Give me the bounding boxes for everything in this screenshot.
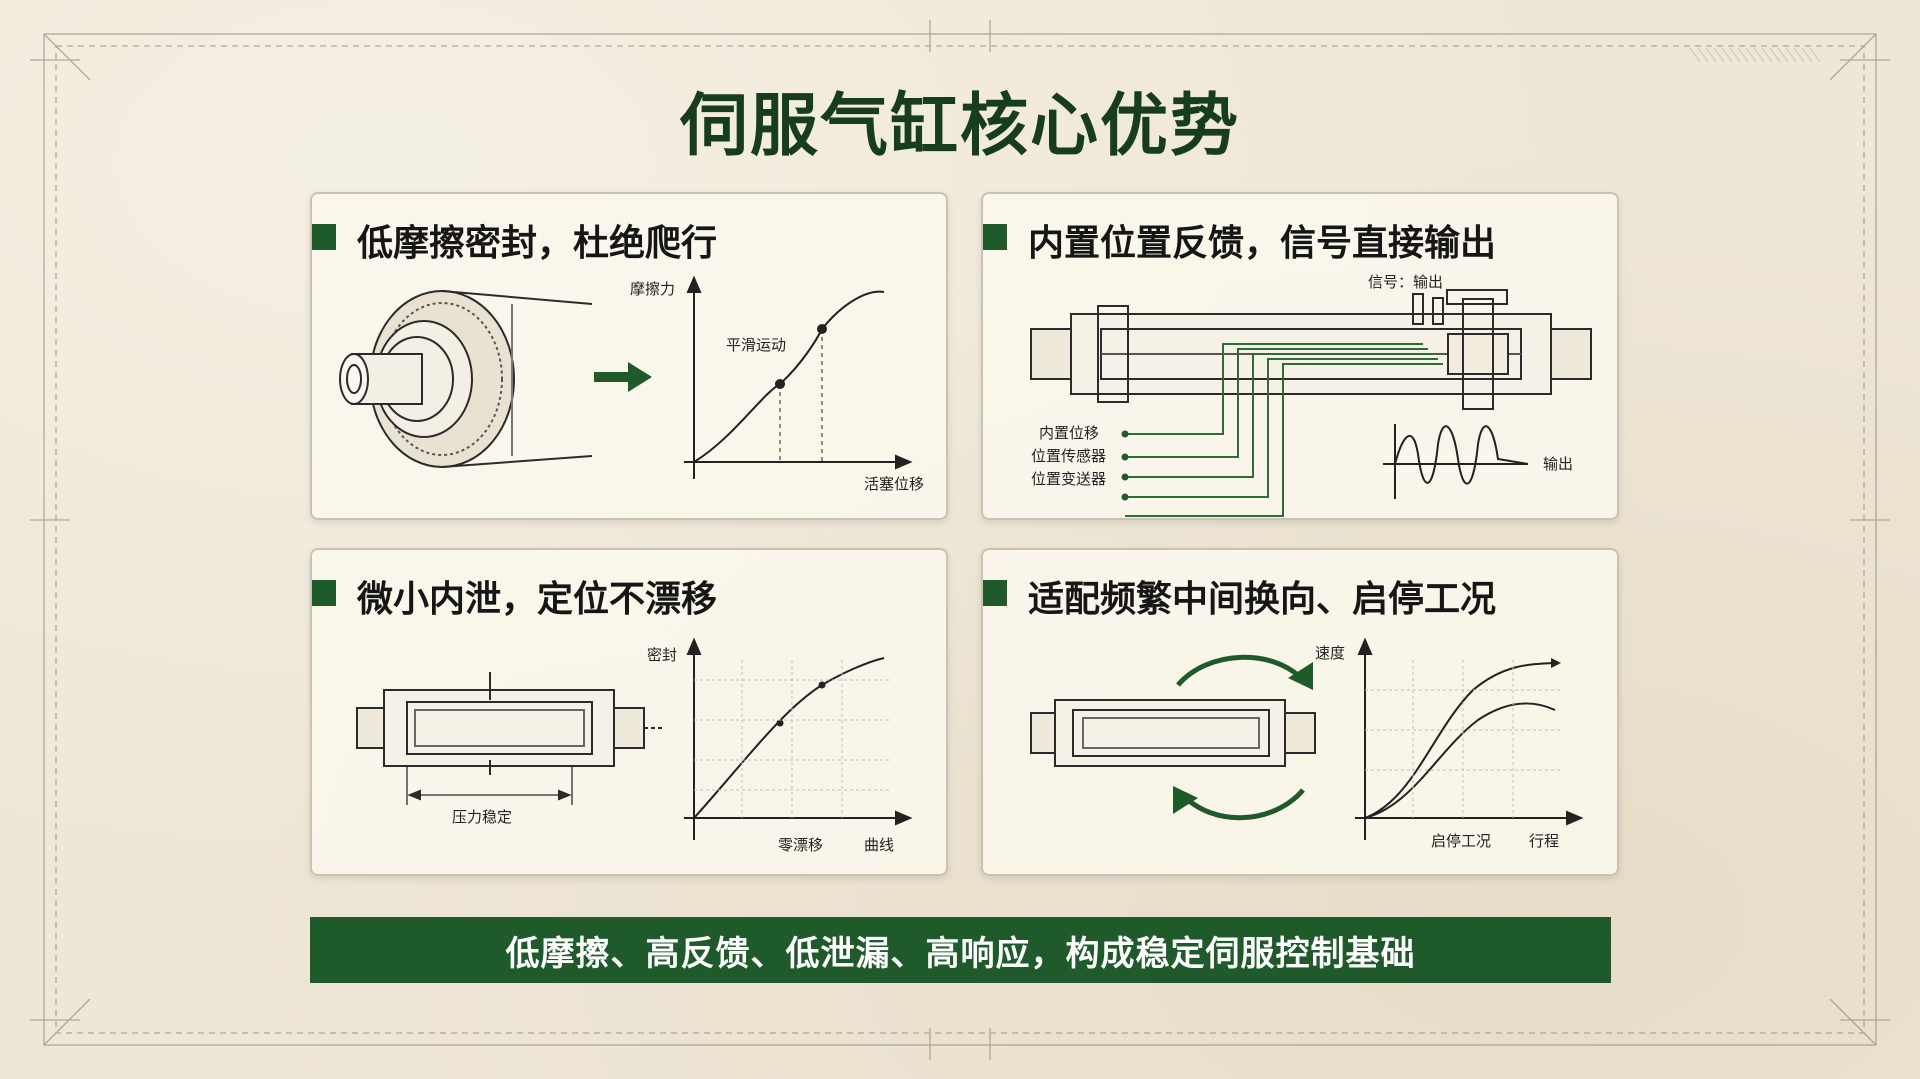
panel-title: 适配频繁中间换向、启停工况: [1028, 579, 1497, 620]
x-label-stroke: 行程: [1529, 832, 1559, 850]
x-label-curve: 曲线: [864, 836, 894, 854]
friction-chart: [684, 275, 913, 479]
cycle-arrow-head-icon: [1173, 786, 1198, 814]
summary-banner: 低摩擦、高反馈、低泄漏、高响应，构成稳定伺服控制基础: [310, 917, 1611, 983]
panel-bullet: [983, 580, 1007, 606]
signal-wires: [1125, 343, 1443, 517]
signal-label: 信号：输出: [1368, 273, 1443, 291]
label-position-sensor: 位置传感器: [1031, 447, 1106, 465]
cycle-arrow-icon: [1176, 654, 1305, 821]
panel-title: 内置位置反馈，信号直接输出: [1028, 223, 1497, 264]
friction-diagram: 摩擦力 平滑运动 活塞位移: [339, 275, 924, 493]
panel-frequent-reversal: 适配频繁中间换向、启停工况: [981, 548, 1619, 876]
panel-low-leakage: 微小内泄，定位不漂移: [310, 548, 948, 876]
x-label-start-stop: 启停工况: [1431, 832, 1491, 850]
output-waveform: [1383, 424, 1529, 499]
chart-grid: [694, 660, 892, 818]
feedback-diagram: 信号：输出 内置位移 位置传感器 位置变送器 输出: [1030, 273, 1592, 517]
x-axis-label: 活塞位移: [864, 475, 924, 493]
panel-position-feedback: 内置位置反馈，信号直接输出: [981, 192, 1619, 520]
reversal-diagram: 速度 启停工况 行程: [1030, 637, 1584, 850]
speed-chart: [1355, 637, 1584, 840]
panel-low-friction: 低摩擦密封，杜绝爬行: [310, 192, 948, 520]
label-internal-displacement: 内置位移: [1039, 424, 1099, 442]
panel-bullet: [312, 224, 336, 250]
panel-title: 低摩擦密封，杜绝爬行: [357, 223, 718, 264]
output-label: 输出: [1543, 455, 1573, 473]
cylinder-illustration: [1030, 699, 1316, 767]
cylinder-illustration: [356, 672, 664, 805]
right-arrow-icon: [594, 362, 652, 392]
y-axis-label: 摩擦力: [630, 280, 675, 298]
panel-title: 微小内泄，定位不漂移: [357, 579, 718, 620]
panel-bullet: [312, 580, 336, 606]
x-label-zero-drift: 零漂移: [778, 836, 823, 854]
panel-bullet: [983, 224, 1007, 250]
wire-terminals: [1121, 430, 1129, 501]
chart-grid: [1365, 660, 1563, 818]
leakage-diagram: 密封 压力稳定 零漂移 曲线: [356, 637, 913, 854]
seal-cylinder-illustration: [339, 290, 593, 468]
page-title: 伺服气缸核心优势: [679, 87, 1240, 166]
drift-chart: [684, 637, 913, 840]
y-axis-label: 密封: [647, 646, 677, 664]
dimension-label: 压力稳定: [452, 808, 512, 826]
label-position-transmitter: 位置变送器: [1031, 470, 1106, 488]
y-axis-label: 速度: [1315, 644, 1345, 662]
cycle-arrow-head-icon: [1288, 662, 1313, 690]
curve-end-arrow: [1551, 658, 1561, 668]
curve-label: 平滑运动: [726, 336, 786, 354]
